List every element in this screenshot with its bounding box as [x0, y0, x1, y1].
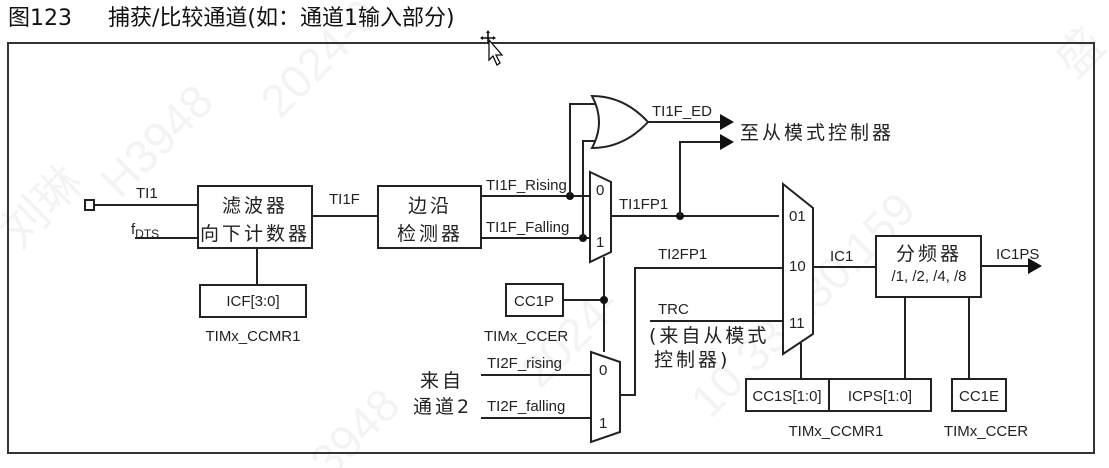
to-slave-mode-label: 至从模式控制器	[740, 122, 894, 144]
ti1fp1-to-slave-wire	[679, 141, 722, 216]
watermark: 3948	[300, 378, 409, 468]
cc1p-register-name: TIMx_CCER	[484, 328, 568, 345]
figure-number: 图123	[8, 6, 72, 31]
cc1e-register-box	[951, 378, 1007, 412]
icps-register-box	[828, 378, 932, 412]
ti1-input-pin	[84, 199, 95, 211]
ti1-label: TI1	[136, 185, 158, 202]
edge-detector-label-2: 检测器	[397, 223, 463, 245]
ti1f-ed-label: TI1F_ED	[652, 103, 712, 120]
prescaler-label-1: 分频器	[896, 243, 962, 265]
watermark: 刘琳	[0, 155, 92, 257]
trc-note-1: (来自从模式	[649, 325, 769, 347]
polarity-mux	[589, 170, 612, 264]
arrow-icon	[720, 134, 734, 150]
filter-block	[197, 185, 313, 249]
fdts-label: fDTS	[131, 221, 159, 241]
cc1e-field: CC1E	[959, 388, 999, 405]
mux-input-0: 0	[596, 182, 604, 199]
ti2fp1-wire	[620, 267, 783, 396]
ti2-mux-input-0: 0	[599, 362, 607, 379]
icps-field: ICPS[1:0]	[848, 388, 912, 405]
ti2fp1-label: TI2FP1	[658, 246, 707, 263]
ti1f-label: TI1F	[329, 191, 360, 208]
ti1f-falling-label: TI1F_Falling	[486, 219, 569, 236]
diagram-frame	[7, 42, 1095, 454]
ti2-polarity-mux	[590, 350, 621, 444]
watermark: 2024-0	[250, 0, 388, 127]
ccmr1-register-name: TIMx_CCMR1	[788, 423, 883, 440]
ti2f-rising-label: TI2F_rising	[487, 355, 562, 372]
trc-note-2: 控制器)	[654, 349, 730, 371]
prescaler-label-2: /1, /2, /4, /8	[891, 268, 966, 285]
arrow-icon	[1028, 258, 1042, 274]
junction-dot	[600, 296, 608, 304]
ti1fp1-label: TI1FP1	[619, 196, 668, 213]
from-channel2-label-1: 来自	[420, 370, 464, 392]
from-channel2-label-2: 通道2	[413, 396, 472, 418]
icf-register-name: TIMx_CCMR1	[205, 328, 300, 345]
ic1-label: IC1	[830, 248, 853, 265]
trc-label: TRC	[658, 301, 689, 318]
or-input-falling-wire	[582, 140, 597, 238]
cc1s-register-box	[745, 378, 830, 412]
filter-label-2: 向下计数器	[200, 223, 310, 245]
watermark: 盛	[1045, 18, 1109, 87]
figure-title: 图123 捕获/比较通道(如：通道1输入部分)	[8, 4, 455, 34]
cc1p-field: CC1P	[514, 293, 554, 310]
ic-select-mux	[782, 181, 814, 356]
ic-mux-input-01: 01	[789, 208, 806, 225]
mux-input-1: 1	[596, 234, 604, 251]
move-cursor-icon	[480, 30, 504, 66]
or-input-rising-wire	[569, 103, 597, 196]
icf-field: ICF[3:0]	[226, 293, 279, 310]
ic1ps-label: IC1PS	[996, 246, 1039, 263]
cc1p-register-box	[505, 283, 564, 317]
ic-mux-input-10: 10	[789, 258, 806, 275]
cc1e-register-name: TIMx_CCER	[944, 423, 1028, 440]
ti2-mux-input-1: 1	[599, 415, 607, 432]
figure-caption: 捕获/比较通道(如：通道1输入部分)	[108, 6, 455, 31]
arrow-icon	[720, 114, 734, 130]
filter-label-1: 滤波器	[222, 195, 288, 217]
ti2f-falling-label: TI2F_falling	[487, 398, 565, 415]
icf-register-box	[199, 284, 307, 318]
ti1f-rising-label: TI1F_Rising	[486, 177, 567, 194]
cc1s-field: CC1S[1:0]	[752, 388, 821, 405]
edge-detector-label-1: 边沿	[408, 195, 452, 217]
ic-mux-input-11: 11	[789, 315, 805, 332]
edge-detector-block	[377, 185, 482, 249]
or-gate	[590, 94, 650, 150]
